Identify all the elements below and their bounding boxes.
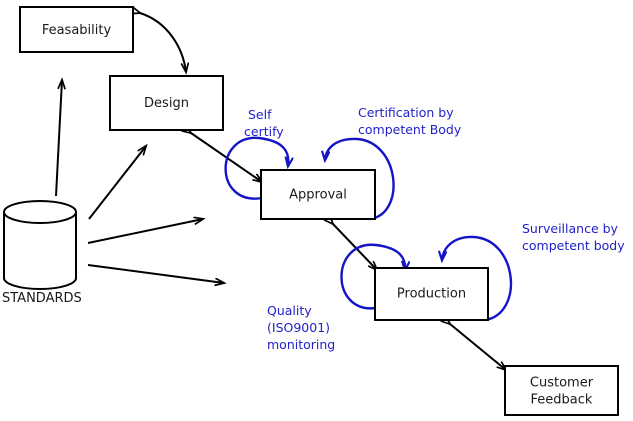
node-production-label: Production (397, 287, 466, 302)
flow-standards-design (88, 146, 146, 220)
flow-standards-approval (87, 219, 203, 244)
node-production[interactable]: Production (374, 267, 489, 321)
node-approval-rect[interactable] (260, 169, 376, 220)
annotation-certification-line1: Certification by (358, 105, 454, 120)
loop-certification (325, 137, 395, 221)
node-feasability-label: Feasability (42, 23, 112, 38)
cylinder-top (3, 200, 77, 224)
datastore-standards: STANDARDS (2, 200, 82, 306)
annotation-certification: Certification by competent Body (358, 105, 462, 137)
annotation-self-certify: Self certify (244, 107, 284, 139)
annotation-surveillance: Surveillance by competent body (522, 221, 625, 253)
flow-feasability-design (140, 13, 186, 72)
annotation-quality-line3: monitoring (267, 337, 335, 352)
annotation-quality-monitoring: Quality (ISO9001) monitoring (267, 303, 335, 352)
annotation-self-certify-line2: certify (244, 124, 284, 139)
annotation-surveillance-line1: Surveillance by (522, 221, 619, 236)
node-customer-feedback[interactable]: Customer Feedback (504, 365, 619, 416)
flow-approval-production (333, 224, 377, 270)
loop-surveillance (442, 235, 513, 322)
cylinder-body (3, 212, 77, 290)
self-loops (224, 136, 513, 322)
node-approval[interactable]: Approval (260, 169, 376, 220)
flow-standards-production (87, 264, 224, 283)
flow-arrows (55, 13, 506, 370)
node-approval-label: Approval (289, 188, 347, 203)
node-design[interactable]: Design (109, 75, 224, 131)
node-feasability[interactable]: Feasability (19, 6, 134, 53)
node-design-label: Design (144, 96, 189, 111)
annotation-quality-line1: Quality (267, 303, 312, 318)
annotation-self-certify-line1: Self (248, 107, 272, 122)
flow-standards-feasability (55, 80, 62, 197)
flow-production-customer-feedback (450, 324, 506, 370)
loop-self-certify (224, 136, 289, 200)
annotation-surveillance-line2: competent body (522, 238, 625, 253)
annotation-certification-line2: competent Body (358, 122, 462, 137)
annotation-quality-line2: (ISO9001) (267, 320, 330, 335)
node-feasability-rect[interactable] (19, 6, 134, 53)
node-customer-feedback-label-line2: Feedback (531, 393, 593, 408)
node-customer-feedback-label-line1: Customer (530, 376, 594, 391)
node-customer-feedback-rect[interactable] (504, 365, 619, 416)
node-design-rect[interactable] (109, 75, 224, 131)
node-production-rect[interactable] (374, 267, 489, 321)
loop-quality-monitoring (340, 243, 406, 310)
datastore-label: STANDARDS (2, 291, 82, 306)
